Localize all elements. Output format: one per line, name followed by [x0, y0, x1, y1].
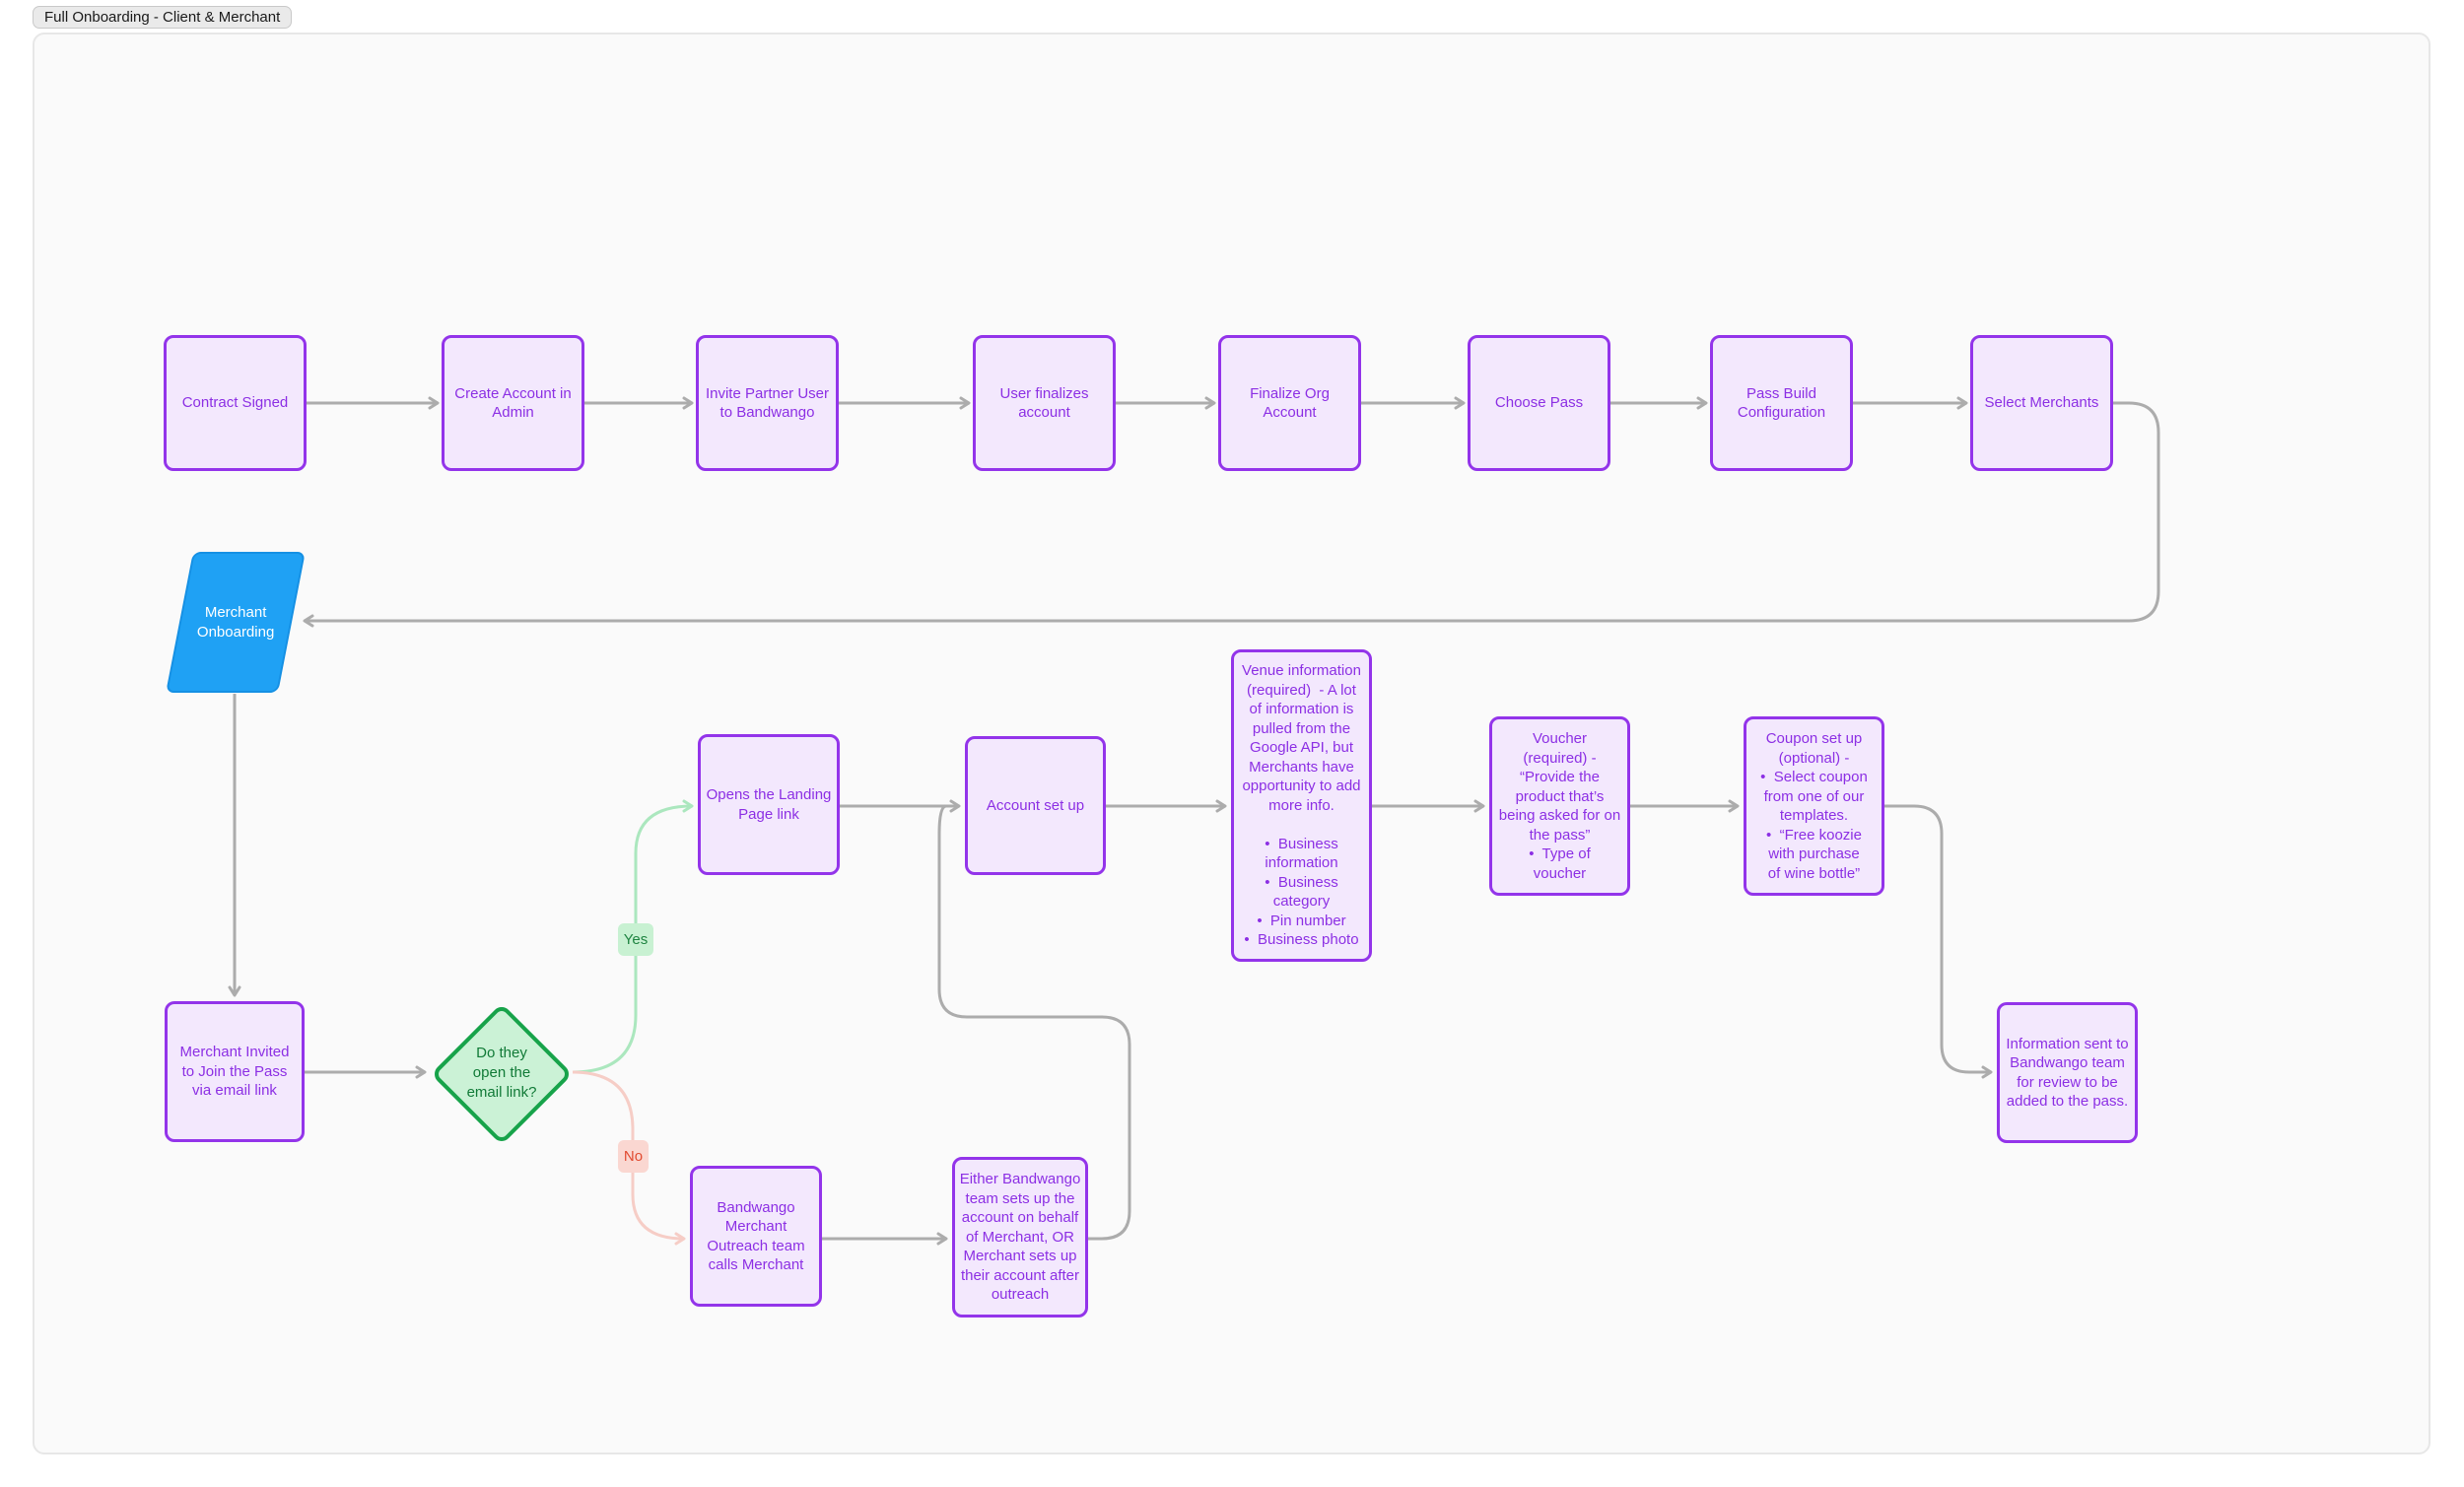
node-invite-partner-user[interactable]: Invite Partner User to Bandwango — [696, 335, 839, 471]
node-information-sent-for-review[interactable]: Information sent to Bandwango team for r… — [1997, 1002, 2138, 1143]
node-select-merchants[interactable]: Select Merchants — [1970, 335, 2113, 471]
node-venue-information[interactable]: Venue information (required) - A lot of … — [1231, 649, 1372, 962]
node-label: Voucher (required) - “Provide the produc… — [1498, 730, 1621, 882]
node-label: Do they open the email link? — [466, 1045, 537, 1101]
node-label: Merchant Invited to Join the Pass via em… — [179, 1044, 290, 1100]
node-merchant-invited[interactable]: Merchant Invited to Join the Pass via em… — [165, 1001, 305, 1142]
node-label: Venue information (required) - A lot of … — [1242, 662, 1361, 949]
edge-yes-to-opens-landing[interactable] — [572, 799, 694, 1074]
node-label: Merchant Onboarding — [196, 603, 275, 641]
node-finalize-org-account[interactable]: Finalize Org Account — [1218, 335, 1361, 471]
diagram-title-tab[interactable]: Full Onboarding - Client & Merchant — [33, 6, 293, 29]
edge-no-to-outreach[interactable] — [572, 1070, 686, 1246]
node-label: User finalizes account — [999, 384, 1089, 422]
node-pass-build-configuration[interactable]: Pass Build Configuration — [1710, 335, 1853, 471]
no-label: No — [623, 1148, 644, 1165]
edge-label-no[interactable]: No — [618, 1140, 649, 1173]
node-user-finalizes-account[interactable]: User finalizes account — [973, 335, 1116, 471]
edge-coupon-to-info-sent[interactable] — [1884, 804, 1993, 1079]
node-label: Information sent to Bandwango team for r… — [2006, 1035, 2129, 1111]
node-create-account-in-admin[interactable]: Create Account in Admin — [442, 335, 584, 471]
node-label: Opens the Landing Page link — [706, 786, 832, 823]
node-label: Pass Build Configuration — [1737, 384, 1826, 422]
node-label: Create Account in Admin — [454, 384, 572, 422]
node-label: Choose Pass — [1494, 394, 1584, 412]
node-account-set-up[interactable]: Account set up — [965, 736, 1106, 875]
node-contract-signed[interactable]: Contract Signed — [164, 335, 307, 471]
yes-label: Yes — [623, 931, 649, 948]
edge-label-yes[interactable]: Yes — [618, 923, 653, 956]
node-outreach-calls-merchant[interactable]: Bandwango Merchant Outreach team calls M… — [690, 1166, 822, 1307]
edge-either-to-account[interactable] — [937, 804, 1131, 1241]
node-label: Contract Signed — [181, 394, 289, 412]
node-decision-open-email[interactable]: Do they open the email link? — [431, 1002, 573, 1144]
node-label: Coupon set up (optional) - • Select coup… — [1760, 730, 1868, 882]
node-choose-pass[interactable]: Choose Pass — [1468, 335, 1610, 471]
node-voucher-required[interactable]: Voucher (required) - “Provide the produc… — [1489, 716, 1630, 896]
node-label: Account set up — [986, 796, 1085, 814]
node-label: Invite Partner User to Bandwango — [705, 384, 830, 422]
node-label: Bandwango Merchant Outreach team calls M… — [707, 1198, 805, 1274]
node-label: Select Merchants — [1984, 394, 2099, 412]
edge-select-to-merchant-onboarding[interactable] — [303, 401, 2160, 628]
node-label: Either Bandwango team sets up the accoun… — [959, 1171, 1081, 1304]
node-opens-landing-page[interactable]: Opens the Landing Page link — [698, 734, 840, 875]
diagram-title: Full Onboarding - Client & Merchant — [44, 9, 281, 26]
node-either-bandwango-sets-up[interactable]: Either Bandwango team sets up the accoun… — [952, 1157, 1088, 1318]
node-coupon-set-up[interactable]: Coupon set up (optional) - • Select coup… — [1744, 716, 1884, 896]
node-label: Finalize Org Account — [1250, 384, 1330, 422]
